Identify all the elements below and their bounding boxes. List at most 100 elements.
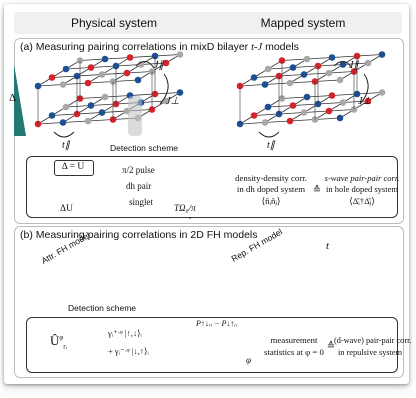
j-perp-arc-right — [359, 73, 369, 105]
lattice-a-top-bond — [37, 60, 81, 87]
lattice-a-bottom-site — [59, 119, 67, 126]
measurement-line1: measurement — [270, 335, 318, 345]
lattice-mapped-bottom-site — [303, 93, 311, 101]
lattice-mapped-top-bond — [314, 55, 358, 82]
lattice-mapped-top-site — [364, 59, 372, 67]
ket-line2: + γᵢ⁻ᐧᵠ |↓,↑⟩ᵢ — [108, 346, 149, 356]
lattice-a-top-bond — [112, 55, 156, 82]
lattice-mapped-bottom-site — [336, 114, 344, 122]
lattice-a-top-site — [62, 65, 70, 73]
delta-u-label: ΔU — [60, 204, 73, 214]
header-physical-system: Physical system — [70, 16, 158, 30]
lattice-a-bottom-bond — [137, 92, 181, 119]
detection-highlight — [128, 96, 142, 136]
lattice-mapped-top-site — [378, 51, 386, 58]
lattice-a-top-site — [123, 69, 131, 77]
label-j-parallel-right: J∥ — [349, 60, 359, 71]
lattice-mapped-top-bond — [239, 60, 283, 87]
t-parallel-arc-right — [258, 131, 280, 138]
lattice-mapped-bottom-site — [250, 112, 258, 119]
lattice-mapped-bottom-bond — [339, 92, 383, 119]
figure-card: Physical system Mapped system (a) Measur… — [4, 4, 412, 384]
dwave-corr-line2: in repulsive system — [337, 348, 403, 357]
lattice-a-bottom-site — [101, 93, 109, 101]
label-j-perp: J⊥ — [166, 96, 180, 107]
panel-a-title: (a) Measuring pairing correlations in mi… — [20, 41, 299, 53]
lattice-mapped-bottom-site — [364, 97, 372, 105]
lattice-mapped-bottom-bond — [239, 98, 283, 125]
lattice-a-top-bond — [137, 54, 181, 81]
lattice-a-bottom-site — [87, 102, 95, 109]
t-parallel-arc — [53, 131, 75, 138]
ket-line1: γᵢ⁺ᐧᵠ |↑,↓⟩ᵢ — [108, 328, 142, 338]
lattice-mapped-top-bond — [264, 58, 308, 85]
lattice-a-top-site — [84, 79, 92, 87]
delta-u-equation: Δ = U — [61, 162, 85, 172]
lattice-mapped-bottom-bond — [314, 93, 358, 120]
lattice-a-top-site — [101, 55, 109, 63]
lattice-a-top-site — [59, 81, 67, 88]
lattice-mapped-bottom-site — [264, 103, 272, 111]
lattice-a-top-site — [126, 54, 134, 61]
equivalence-symbol-b: ≙ — [326, 341, 336, 352]
lattice-a-bottom-site — [176, 89, 184, 96]
lattice-mapped-bottom-site — [325, 107, 333, 115]
lattice-a-bottom-bond — [62, 96, 106, 123]
lattice-mapped-bottom-site — [378, 89, 386, 96]
singlet-label: singlet — [129, 197, 153, 207]
j-perp-arc — [159, 73, 169, 105]
density-corr-line1: density-density corr. — [235, 173, 307, 183]
lattice-mapped-bottom-site — [261, 119, 269, 126]
measurement-line2: statistics at φ = 0 — [264, 347, 324, 357]
lattice-mapped-bottom-site — [286, 117, 294, 125]
lattice-mapped-bottom-bond — [264, 96, 308, 123]
lattice-a-top-site — [98, 71, 106, 78]
dh-pair-label: dh pair — [126, 181, 152, 191]
lattice-mapped-top-site — [325, 69, 333, 77]
lattice-a-bottom-bond — [37, 98, 81, 125]
potential-offset-wedge — [14, 64, 26, 136]
delta-u-equation-box — [54, 160, 94, 176]
dwave-corr-line1: (d-wave) pair-pair corr. — [334, 336, 412, 345]
lattice-mapped-top-site — [286, 79, 294, 87]
detection-scheme-label-b: Detection scheme — [68, 303, 137, 313]
lattice-mapped-top-site — [336, 76, 344, 84]
swave-corr-line1: s-wave pair-pair corr. — [324, 173, 400, 183]
lattice-a-top-bond — [62, 58, 106, 85]
lattice-mapped-top-bond — [339, 54, 383, 81]
j-parallel-arc — [135, 61, 155, 69]
lattice-mapped-top-site — [289, 64, 297, 71]
label-t-parallel: t∥ — [62, 140, 70, 151]
lattice-a-bottom-site — [162, 97, 170, 105]
lattice-mapped-bottom-site — [289, 102, 297, 109]
hopping-t-label: t — [326, 240, 330, 252]
lattice-a-bottom-site — [62, 103, 70, 111]
lattice-mapped-top-site — [264, 65, 272, 73]
density-corr-line2: in dh doped system — [236, 184, 306, 194]
lattice-a-bottom-bond — [87, 95, 131, 122]
lattice-mapped-top-bond — [289, 57, 333, 84]
j-parallel-arc-right — [333, 61, 353, 69]
equivalence-symbol-a: ≙ — [312, 185, 322, 196]
detection-box-b — [26, 317, 398, 373]
phi-axis-label: φ — [246, 355, 251, 365]
lattice-a-bottom-site — [98, 109, 106, 116]
lattice-a-top-site — [176, 51, 184, 58]
unitary-gate-symbol: Ûφrᵢ — [50, 333, 67, 351]
lattice-a-top-bond — [87, 57, 131, 84]
lattice-a-bottom-site — [84, 117, 92, 125]
lattice-a-top-site — [48, 74, 56, 81]
lattice-mapped-top-site — [328, 54, 336, 61]
label-j-perp-right: J⊥ — [358, 96, 372, 107]
lattice-mapped-top-site — [303, 55, 311, 63]
swave-corr-formula: ⟨Δ̂ᵢ†Δ̂ⱼ⟩ — [349, 196, 375, 206]
header-mapped-system: Mapped system — [260, 16, 346, 30]
label-delta: Δ — [9, 92, 17, 104]
time-axis-label: TΩ₀/π — [174, 203, 196, 213]
lattice-mapped-bottom-bond — [289, 95, 333, 122]
pi-half-pulse-label: π/2 pulse — [122, 165, 155, 175]
lattice-a-top-site — [134, 76, 142, 84]
lattice-mapped-bottom-site — [328, 92, 336, 99]
swave-corr-line2: in hole doped system — [325, 184, 398, 194]
